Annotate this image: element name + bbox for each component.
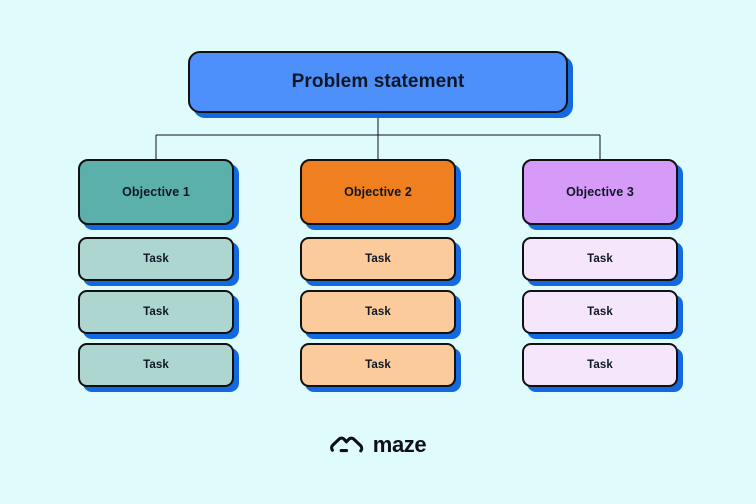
node-task-3-2[interactable]: Task	[522, 290, 678, 334]
maze-wave-icon	[329, 436, 364, 453]
node-task-2-3-label: Task	[365, 359, 391, 371]
node-task-2-1[interactable]: Task	[300, 237, 456, 281]
node-task-3-1[interactable]: Task	[522, 237, 678, 281]
node-objective-1-label: Objective 1	[122, 185, 190, 199]
node-task-1-2[interactable]: Task	[78, 290, 234, 334]
node-task-3-3-label: Task	[587, 359, 613, 371]
node-problem-statement-label: Problem statement	[291, 71, 465, 92]
node-task-1-1[interactable]: Task	[78, 237, 234, 281]
node-problem-statement[interactable]: Problem statement	[188, 51, 568, 113]
node-objective-2-label: Objective 2	[344, 185, 412, 199]
node-task-1-1-label: Task	[143, 253, 169, 265]
brand-name: maze	[372, 432, 427, 457]
node-objective-1[interactable]: Objective 1	[78, 159, 234, 225]
brand-logo: maze	[0, 425, 756, 463]
node-task-2-2[interactable]: Task	[300, 290, 456, 334]
node-objective-3-label: Objective 3	[566, 185, 634, 199]
node-task-2-3[interactable]: Task	[300, 343, 456, 387]
node-objective-2[interactable]: Objective 2	[300, 159, 456, 225]
node-task-3-3[interactable]: Task	[522, 343, 678, 387]
node-task-2-2-label: Task	[365, 306, 391, 318]
node-task-1-3-label: Task	[143, 359, 169, 371]
node-task-3-1-label: Task	[587, 253, 613, 265]
node-task-3-2-label: Task	[587, 306, 613, 318]
node-task-2-1-label: Task	[365, 253, 391, 265]
node-objective-3[interactable]: Objective 3	[522, 159, 678, 225]
node-task-1-2-label: Task	[143, 306, 169, 318]
node-task-1-3[interactable]: Task	[78, 343, 234, 387]
